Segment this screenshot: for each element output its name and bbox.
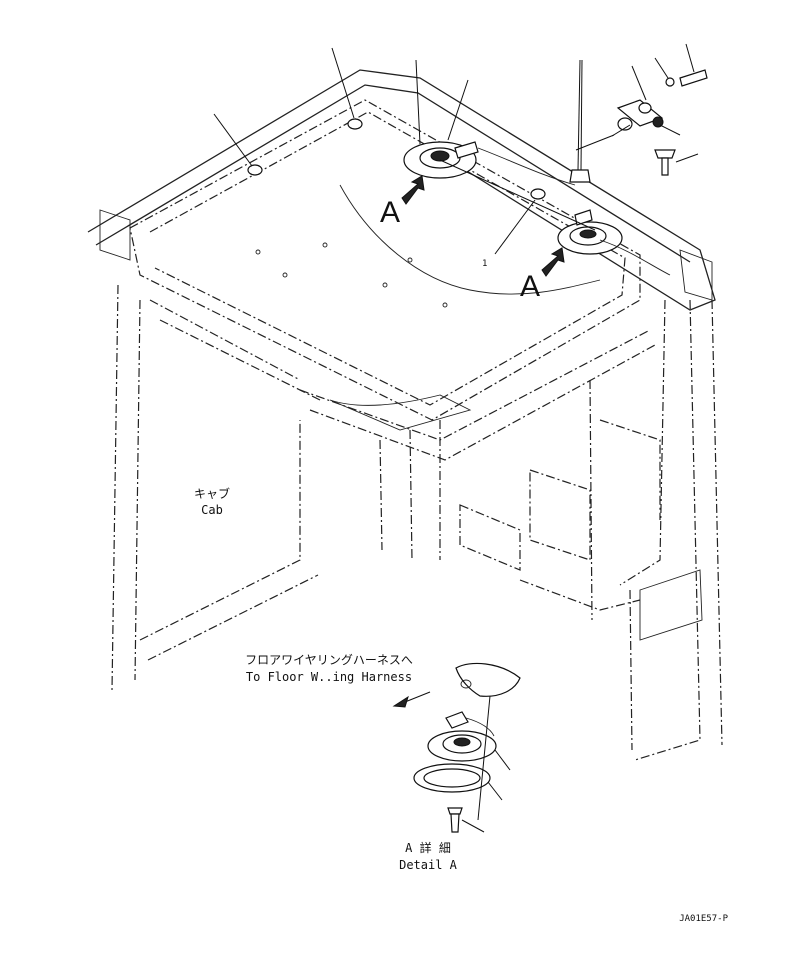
antenna-assembly xyxy=(569,59,708,183)
detail-label-en: Detail A xyxy=(399,858,458,872)
callout-arrow-2 xyxy=(541,247,565,277)
cab-frame xyxy=(111,284,723,761)
small-mark: 1 xyxy=(482,259,487,269)
cab-roof xyxy=(87,69,716,421)
harness-label-en: To Floor W..ing Harness xyxy=(246,670,412,684)
drawing-reference: JA01E57-P xyxy=(679,914,728,924)
speaker-rear xyxy=(557,209,671,276)
callout-arrow-1 xyxy=(401,175,425,205)
cab-label-en: Cab xyxy=(201,503,223,517)
leader-lines-top xyxy=(213,43,699,255)
cab-label-jp: キャブ xyxy=(194,486,230,501)
callout-a-rear: A xyxy=(520,270,540,303)
detail-label-jp: A 詳 細 xyxy=(405,840,451,855)
speaker-front xyxy=(403,141,576,186)
detail-a-view xyxy=(392,662,521,833)
grommet-rings xyxy=(247,118,546,200)
callout-a-front: A xyxy=(380,196,400,229)
speaker-link-line xyxy=(439,159,596,231)
harness-label-jp: フロアワイヤリングハーネスへ xyxy=(245,653,413,667)
